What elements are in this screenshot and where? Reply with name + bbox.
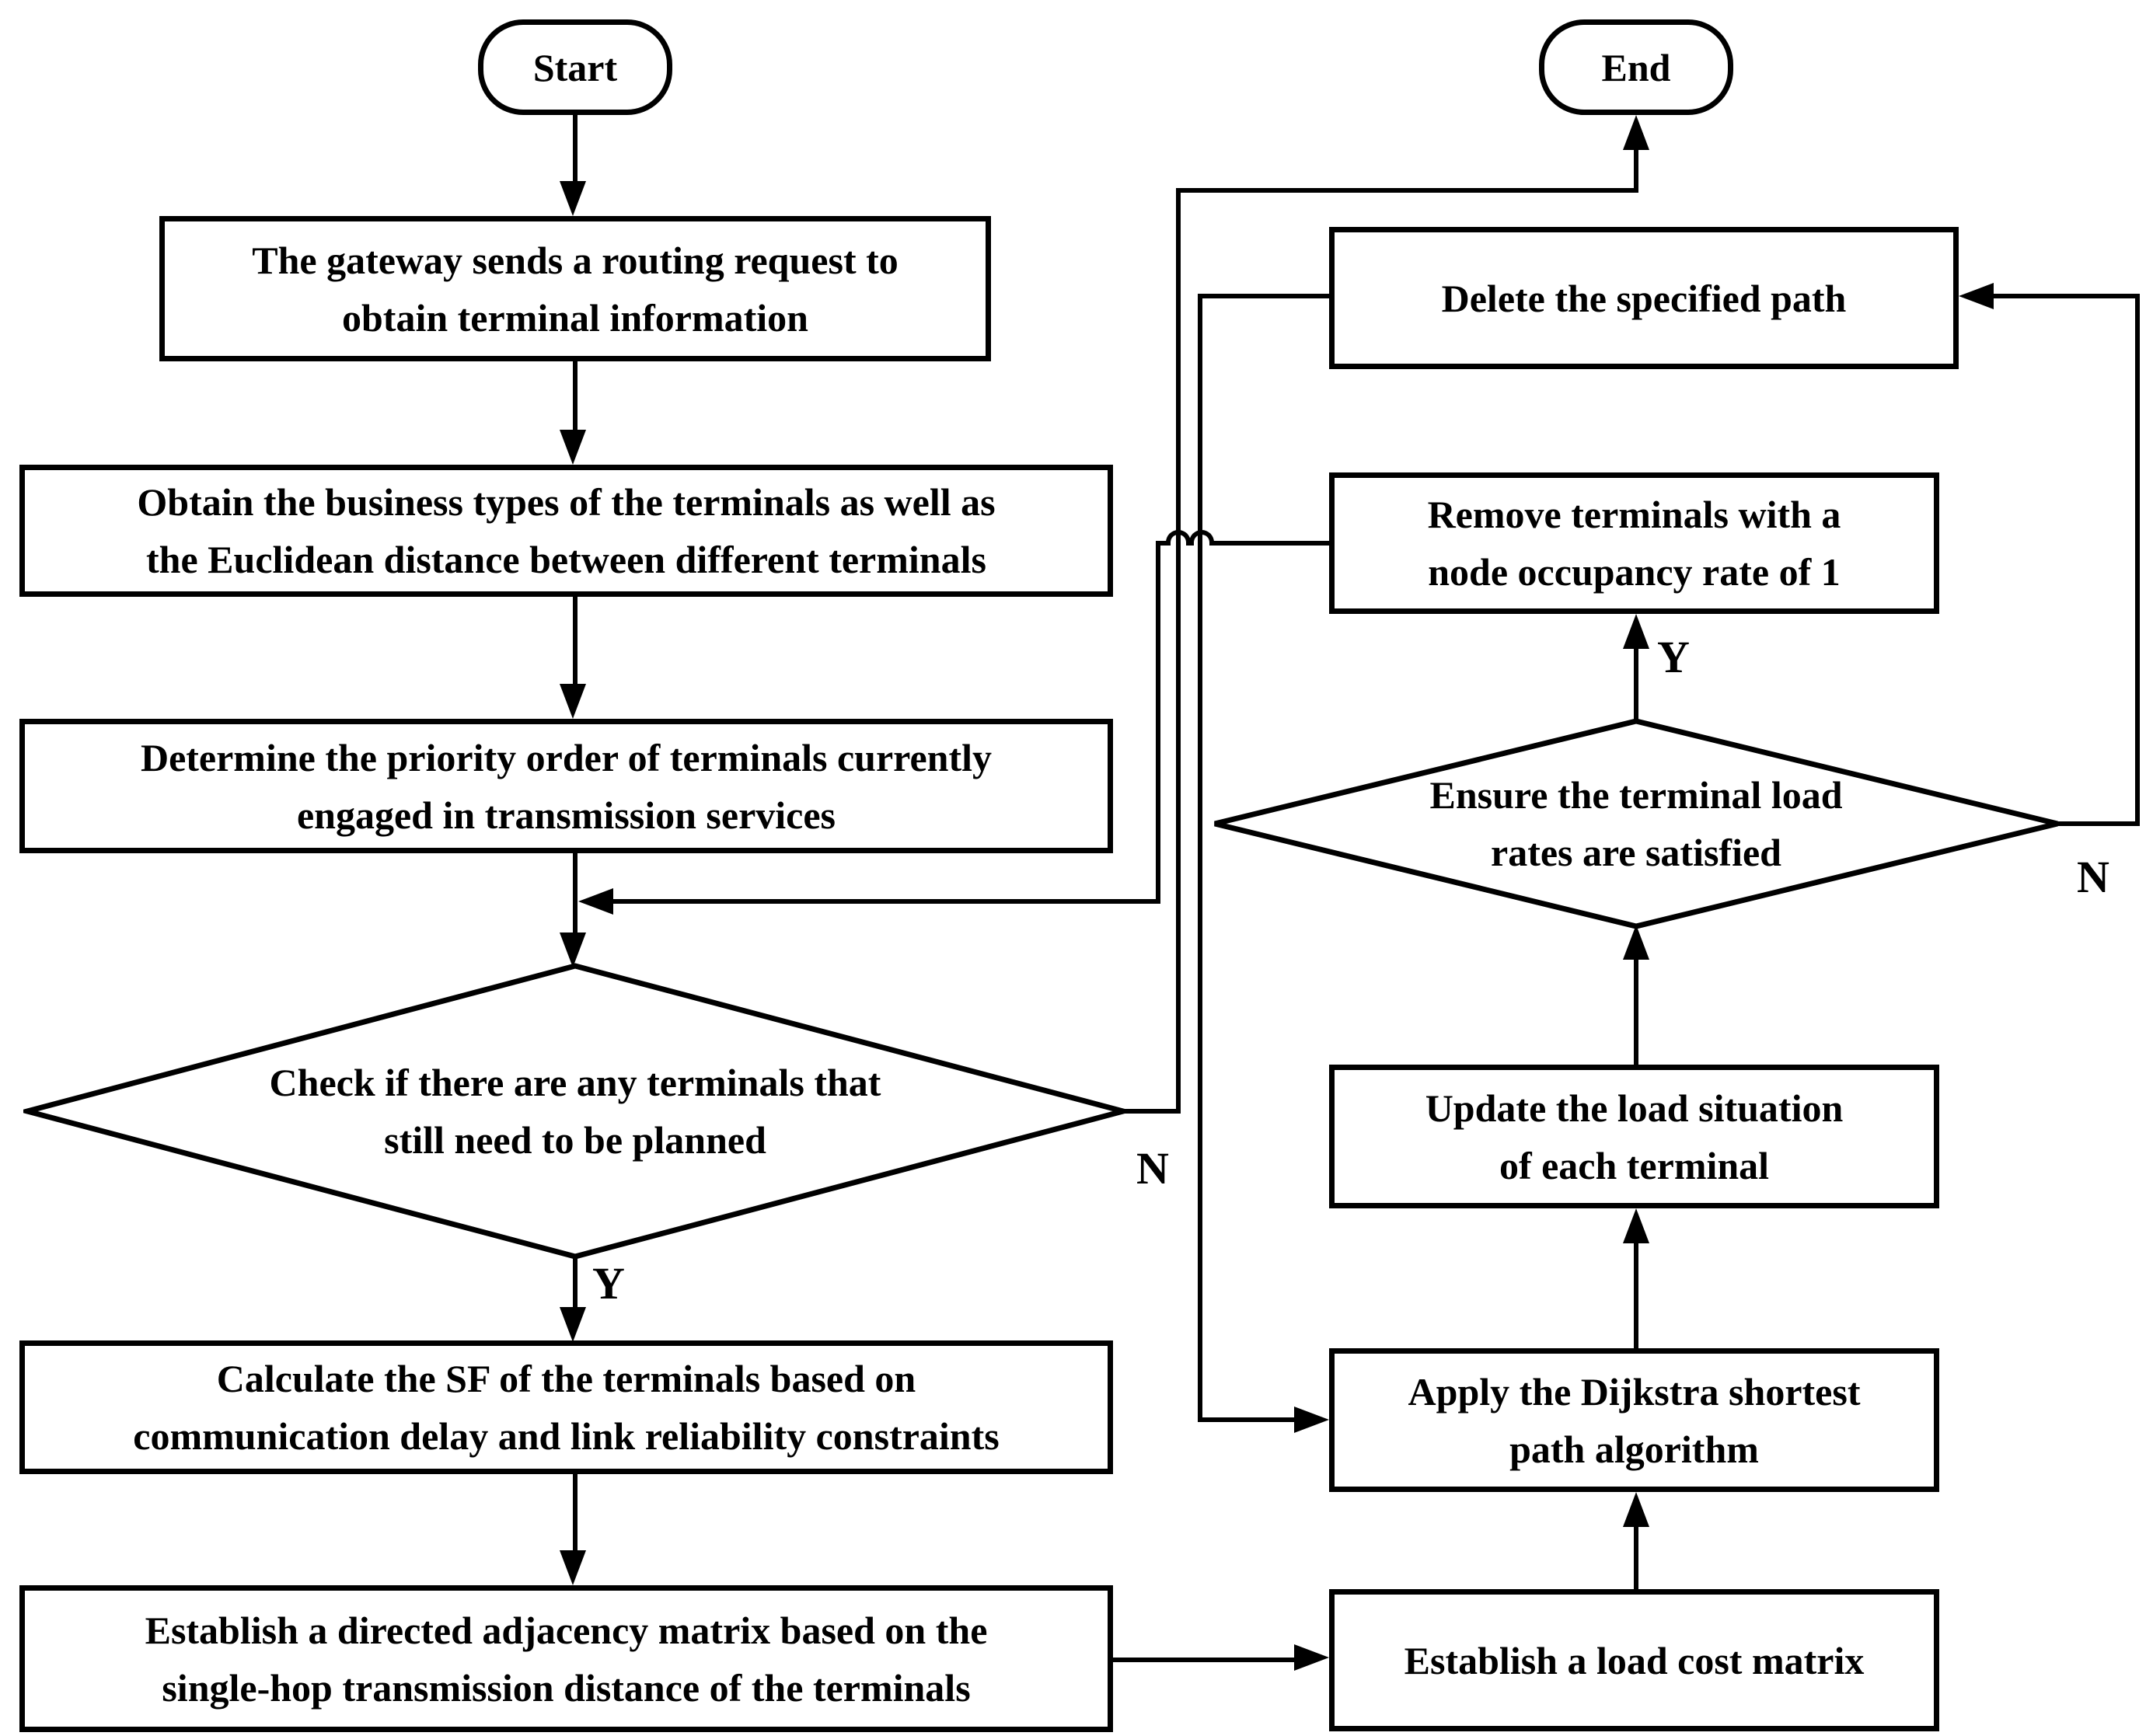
decision-load-rates bbox=[1214, 718, 2058, 929]
line-check-no-top-horizontal bbox=[1176, 188, 1638, 193]
line-ensure-no-vertical bbox=[2135, 294, 2140, 826]
line-delete-out-vertical bbox=[1198, 294, 1202, 1422]
arrowhead-dijkstra-to-update bbox=[1623, 1208, 1649, 1243]
arrowhead-start-to-gateway bbox=[560, 181, 586, 216]
decision-load-rates-line1: Ensure the terminal load bbox=[1429, 773, 1843, 817]
process-delete-path: Delete the specified path bbox=[1329, 227, 1959, 369]
arrowhead-loadcost-to-dijkstra bbox=[1623, 1492, 1649, 1527]
arrowhead-update-to-ensure bbox=[1623, 925, 1649, 960]
process-update-load: Update the load situation of each termin… bbox=[1329, 1065, 1939, 1208]
decision-terminals-to-plan-text: Check if there are any terminals that st… bbox=[62, 1054, 1088, 1169]
line-check-no-horizontal bbox=[1121, 1109, 1181, 1114]
process-obtain-business-types-line1: Obtain the business types of the termina… bbox=[137, 480, 996, 524]
process-determine-priority: Determine the priority order of terminal… bbox=[19, 719, 1113, 853]
process-load-cost-matrix: Establish a load cost matrix bbox=[1329, 1589, 1939, 1731]
process-obtain-business-types-line2: the Euclidean distance between different… bbox=[146, 538, 986, 581]
process-delete-path-line1: Delete the specified path bbox=[1441, 276, 1847, 320]
process-gateway-request-line1: The gateway sends a routing request to bbox=[252, 238, 899, 282]
line-remove-feedback-horizontal bbox=[613, 899, 1157, 904]
start-terminator: Start bbox=[478, 19, 672, 115]
process-obtain-business-types: Obtain the business types of the termina… bbox=[19, 465, 1113, 597]
process-adjacency-matrix-line1: Establish a directed adjacency matrix ba… bbox=[145, 1608, 988, 1652]
process-remove-terminals-line2: node occupancy rate of 1 bbox=[1428, 550, 1841, 594]
arrow-update-to-ensure bbox=[1634, 958, 1638, 1065]
process-calculate-sf: Calculate the SF of the terminals based … bbox=[19, 1340, 1113, 1474]
line-check-no-vertical bbox=[1176, 188, 1181, 1114]
decision-load-rates-text: Ensure the terminal load rates are satis… bbox=[1282, 766, 1990, 881]
arrowhead-into-delete bbox=[1959, 283, 1994, 309]
process-remove-terminals: Remove terminals with a node occupancy r… bbox=[1329, 472, 1939, 614]
branch-label-ensure-yes: Y bbox=[1657, 632, 1690, 682]
arrow-priority-to-check bbox=[573, 853, 578, 937]
process-remove-terminals-line1: Remove terminals with a bbox=[1427, 493, 1841, 536]
line-delete-out-horizontal bbox=[1198, 294, 1329, 298]
process-calculate-sf-line1: Calculate the SF of the terminals based … bbox=[216, 1357, 916, 1400]
arrow-sf-to-adjacency bbox=[573, 1474, 578, 1552]
line-delete-to-dijkstra-horizontal bbox=[1198, 1417, 1296, 1422]
branch-label-check-no: N bbox=[1136, 1143, 1169, 1194]
arrowhead-gateway-to-obtain bbox=[560, 430, 586, 465]
arrow-dijkstra-to-update bbox=[1634, 1242, 1638, 1348]
line-ensure-no-top-horizontal bbox=[1994, 294, 2140, 298]
process-apply-dijkstra-line2: path algorithm bbox=[1509, 1427, 1759, 1471]
end-label: End bbox=[1601, 45, 1671, 89]
arrowhead-into-end bbox=[1623, 115, 1649, 150]
arrowhead-check-yes bbox=[560, 1307, 586, 1342]
decision-load-rates-shape bbox=[1214, 718, 2058, 929]
decision-terminals-to-plan bbox=[23, 963, 1127, 1260]
process-calculate-sf-line2: communication delay and link reliability… bbox=[133, 1414, 1000, 1458]
process-gateway-request-line2: obtain terminal information bbox=[342, 295, 808, 340]
end-terminator: End bbox=[1539, 19, 1733, 115]
line-ensure-no-horizontal bbox=[2056, 821, 2140, 826]
arrow-adjacency-to-loadcost bbox=[1113, 1658, 1296, 1662]
process-determine-priority-line2: engaged in transmission services bbox=[296, 793, 836, 837]
arrowhead-remove-feedback-merge bbox=[578, 888, 613, 915]
decision-terminals-to-plan-shape bbox=[23, 963, 1127, 1260]
line-remove-feedback-stub-left bbox=[1156, 541, 1168, 546]
process-adjacency-matrix-line2: single-hop transmission distance of the … bbox=[162, 1665, 971, 1710]
decision-terminals-to-plan-line1: Check if there are any terminals that bbox=[269, 1061, 881, 1104]
process-gateway-request: The gateway sends a routing request to o… bbox=[159, 216, 991, 361]
process-apply-dijkstra: Apply the Dijkstra shortest path algorit… bbox=[1329, 1348, 1939, 1492]
arrow-obtain-to-priority bbox=[573, 597, 578, 688]
arrowhead-sf-to-adjacency bbox=[560, 1550, 586, 1585]
process-adjacency-matrix: Establish a directed adjacency matrix ba… bbox=[19, 1585, 1113, 1732]
arrow-gateway-to-obtain bbox=[573, 361, 578, 435]
branch-label-check-yes: Y bbox=[592, 1258, 625, 1309]
line-remove-feedback-vertical bbox=[1156, 541, 1160, 904]
decision-load-rates-line2: rates are satisfied bbox=[1491, 831, 1781, 874]
arrowhead-delete-to-dijkstra bbox=[1294, 1407, 1329, 1433]
process-update-load-line2: of each terminal bbox=[1499, 1143, 1770, 1187]
process-update-load-line1: Update the load situation bbox=[1425, 1086, 1844, 1130]
decision-terminals-to-plan-line2: still need to be planned bbox=[384, 1118, 766, 1162]
arrow-check-yes bbox=[573, 1255, 578, 1309]
process-determine-priority-line1: Determine the priority order of terminal… bbox=[140, 735, 993, 779]
arrow-loadcost-to-dijkstra bbox=[1634, 1525, 1638, 1589]
arrow-ensure-yes bbox=[1634, 647, 1638, 723]
branch-label-ensure-no: N bbox=[2077, 852, 2109, 902]
process-load-cost-matrix-line1: Establish a load cost matrix bbox=[1404, 1638, 1865, 1682]
arrow-start-to-gateway bbox=[573, 115, 578, 186]
arrowhead-obtain-to-priority bbox=[560, 684, 586, 719]
arrowhead-ensure-yes bbox=[1623, 614, 1649, 649]
arrowhead-adjacency-to-loadcost bbox=[1294, 1644, 1329, 1671]
line-remove-feedback-stub-right bbox=[1210, 541, 1329, 546]
process-apply-dijkstra-line1: Apply the Dijkstra shortest bbox=[1408, 1369, 1861, 1414]
arrowhead-priority-to-check bbox=[560, 932, 586, 967]
line-into-end-vertical bbox=[1634, 148, 1638, 193]
start-label: Start bbox=[532, 45, 618, 89]
